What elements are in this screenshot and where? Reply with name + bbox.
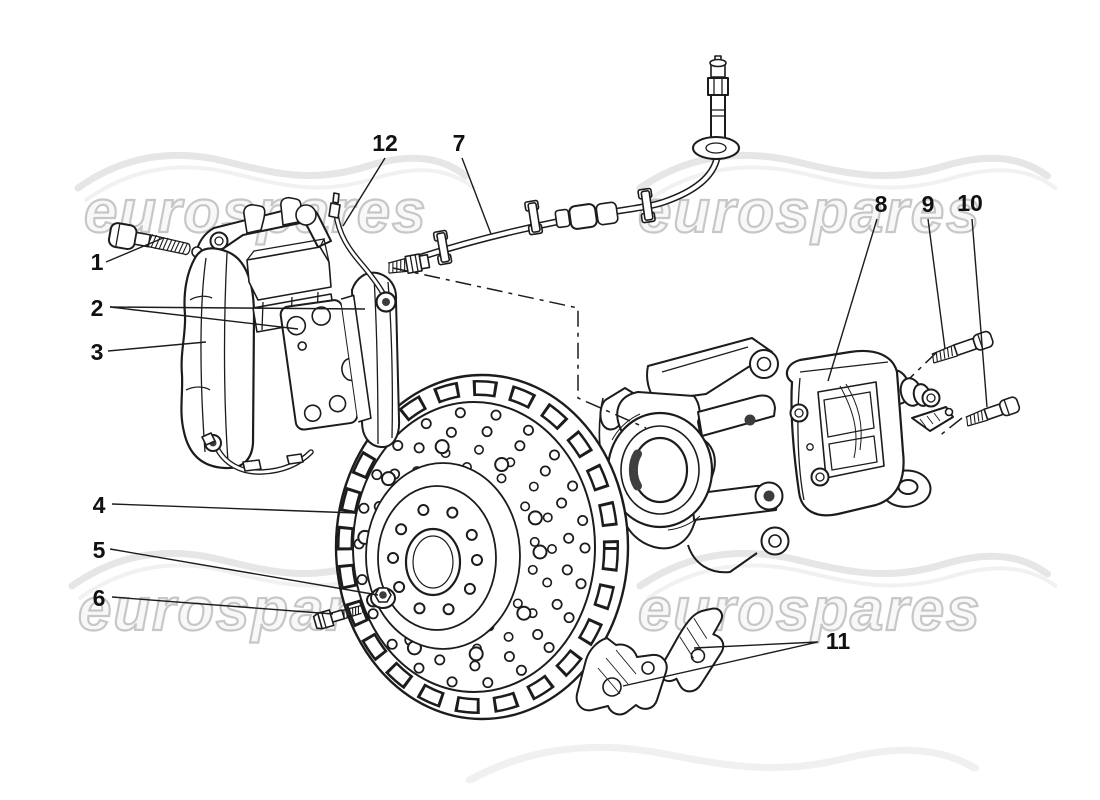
callout-9: 9 <box>922 191 935 217</box>
callout-2: 2 <box>91 295 104 321</box>
bearing-bore <box>631 436 689 504</box>
hub-bore <box>404 527 462 597</box>
hose-male-fitting <box>387 253 431 275</box>
caliper-screw <box>789 403 809 423</box>
callout-4: 4 <box>93 492 106 518</box>
disc-fasteners <box>312 587 396 630</box>
upper-bracket <box>659 607 725 693</box>
drilled-holes-ring <box>367 424 575 672</box>
hose-top-nut <box>707 77 729 96</box>
callout-11: 11 <box>826 628 851 654</box>
callout-7: 7 <box>453 130 466 156</box>
caliper-bolt-9 <box>931 330 994 364</box>
callout-8: 8 <box>875 191 888 217</box>
rear-caliper-assembly <box>785 330 1021 517</box>
pad-window <box>817 381 885 479</box>
brackets-11 <box>575 607 725 716</box>
hex-bolt-6 <box>312 605 364 630</box>
caliper-body <box>180 247 256 470</box>
hub-carrier <box>598 337 790 574</box>
callout-3: 3 <box>91 339 104 365</box>
callout-12: 12 <box>372 130 398 156</box>
front-caliper-assembly <box>180 192 401 475</box>
caliper-bolt-10 <box>965 396 1021 427</box>
carrier-bushing-eye <box>749 349 779 379</box>
callout-6: 6 <box>93 585 106 611</box>
callout-10: 10 <box>957 190 983 216</box>
centerlines <box>392 267 963 438</box>
brake-hose <box>387 55 740 275</box>
callout-1: 1 <box>91 249 104 275</box>
caliper-screw <box>810 467 830 487</box>
carrier-bushing-eye <box>760 526 790 556</box>
callout-labels: 1 2 3 4 5 6 7 8 9 10 11 12 <box>91 130 983 654</box>
hose-union <box>568 203 598 230</box>
caliper-bolt-1 <box>107 222 191 256</box>
callout-5: 5 <box>93 537 106 563</box>
carrier-arm-upper <box>697 394 776 437</box>
brake-pad-plate <box>279 294 372 431</box>
leader-lines <box>105 157 988 687</box>
handbrake-lever <box>911 406 954 432</box>
brake-disc <box>334 373 630 721</box>
